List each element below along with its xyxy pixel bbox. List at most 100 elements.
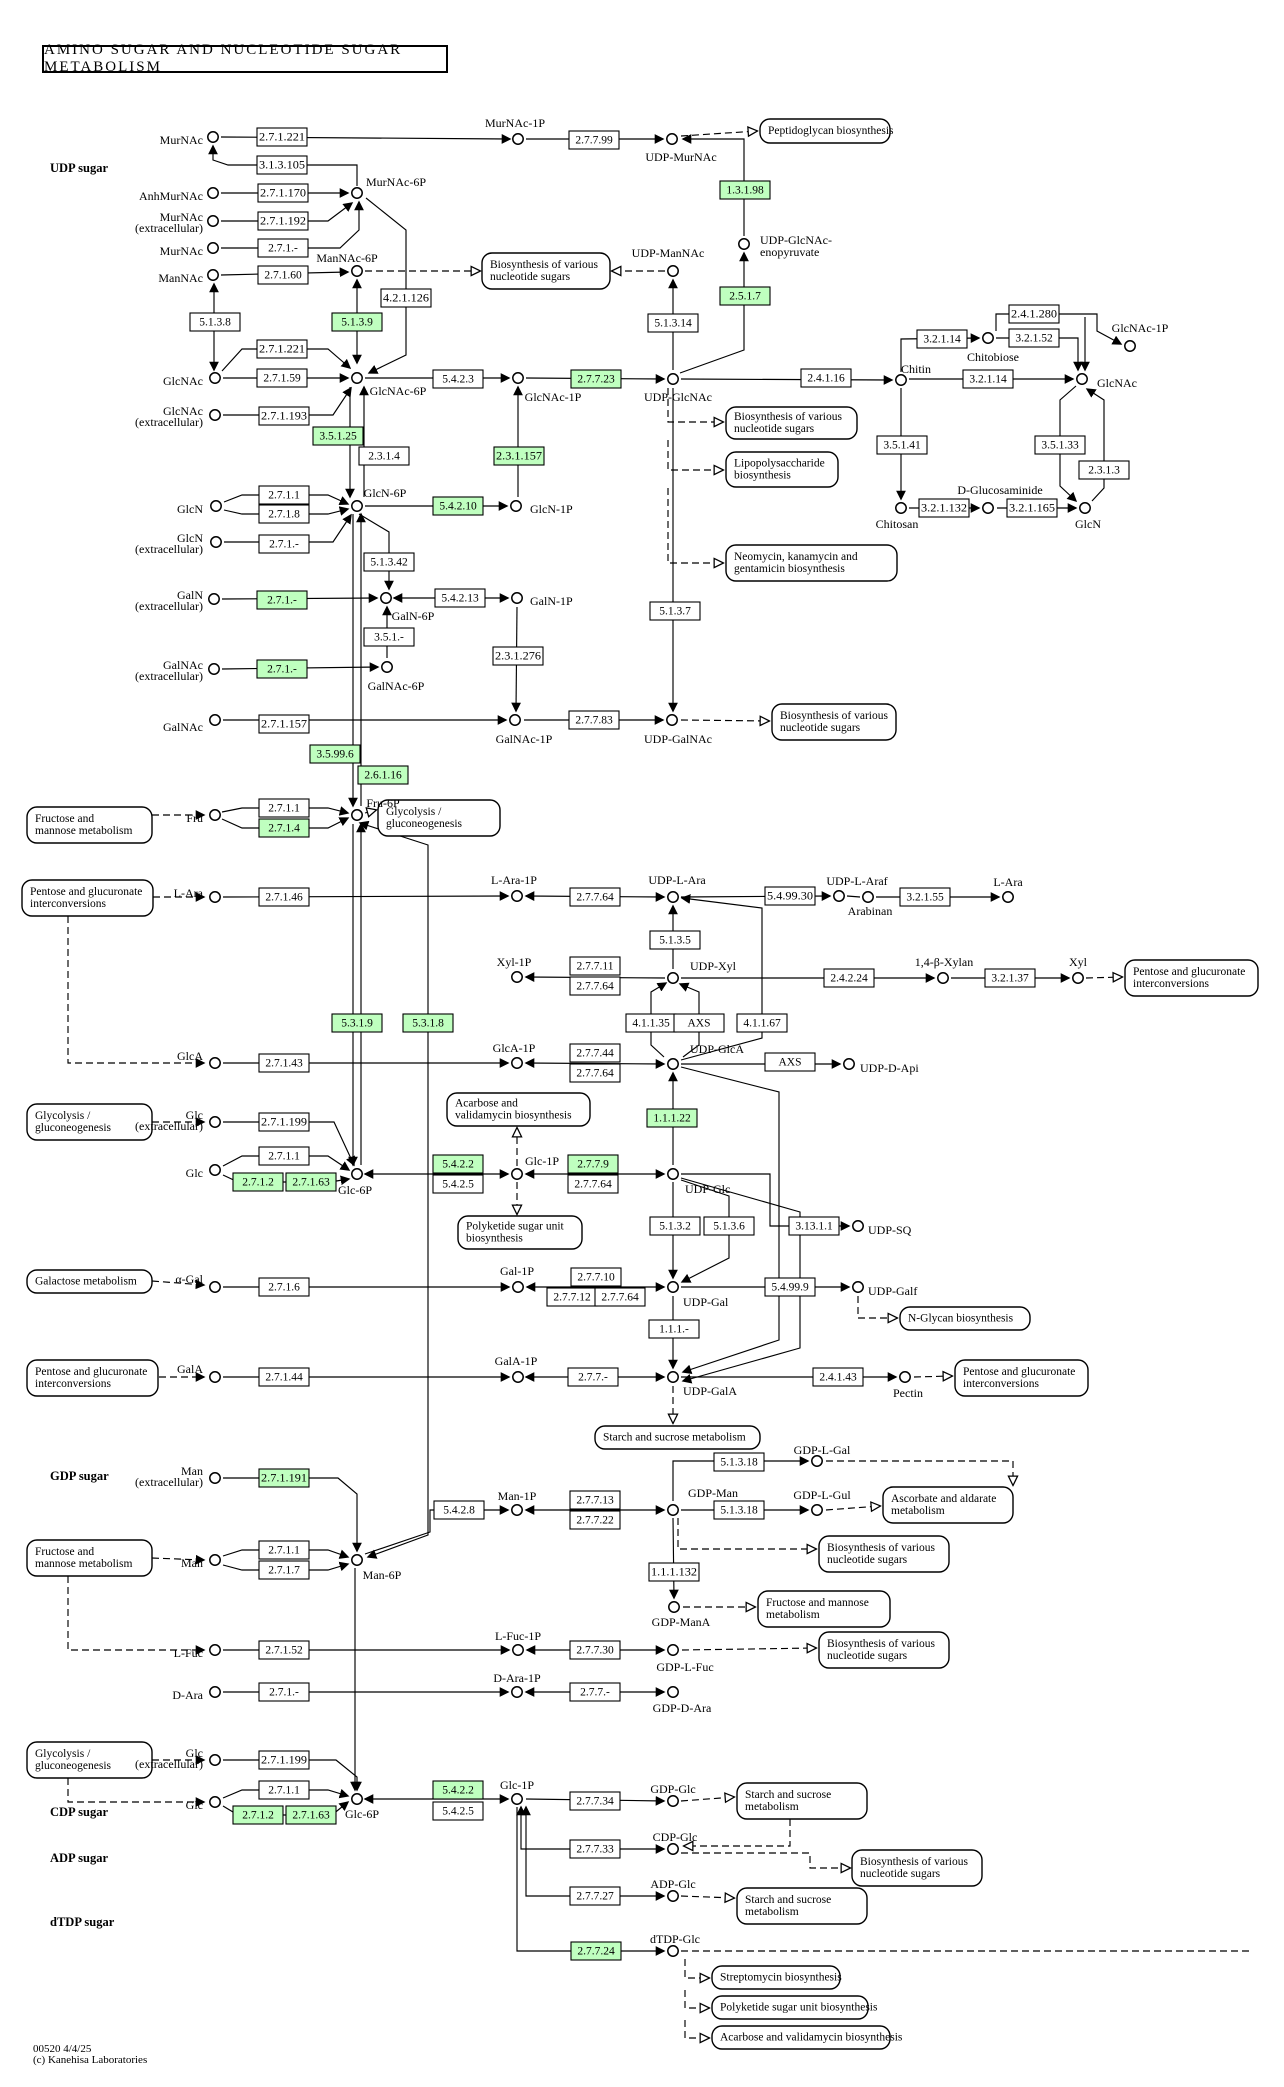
enzyme-box-3.2.1.165[interactable]: 3.2.1.165 xyxy=(1006,498,1058,518)
enzyme-box-2.7.1.1[interactable]: 2.7.1.1 xyxy=(258,1540,310,1560)
pathway-link-acarbose-and-validamycin-biosynthesis[interactable]: Acarbose and validamycin biosynthesis xyxy=(711,2025,903,2050)
compound-node-MurNAc-extracellular[interactable] xyxy=(207,215,219,227)
compound-node-GlcN-extracellular[interactable] xyxy=(210,536,222,548)
compound-node-GlcN-1P[interactable] xyxy=(510,500,522,512)
enzyme-box-2.7.1.-[interactable]: 2.7.1.- xyxy=(258,1682,310,1702)
compound-node-MurNAc-6P[interactable] xyxy=(351,187,363,199)
compound-node-GDP-Glc[interactable] xyxy=(667,1795,679,1807)
compound-node-Man-6P[interactable] xyxy=(351,1554,363,1566)
enzyme-box-2.7.7.22[interactable]: 2.7.7.22 xyxy=(569,1510,621,1530)
enzyme-box-5.4.99.9[interactable]: 5.4.99.9 xyxy=(764,1277,816,1297)
enzyme-box-3.5.1.41[interactable]: 3.5.1.41 xyxy=(876,435,928,455)
compound-node-Fru-6P[interactable] xyxy=(351,809,363,821)
compound-node-Man-extracellular[interactable] xyxy=(209,1472,221,1484)
compound-node-UDP-SQ[interactable] xyxy=(852,1220,864,1232)
compound-node-Chitin[interactable] xyxy=(895,374,907,386)
enzyme-box-2.7.1.1[interactable]: 2.7.1.1 xyxy=(258,1780,310,1800)
enzyme-box-5.4.2.5[interactable]: 5.4.2.5 xyxy=(432,1174,484,1194)
enzyme-box-5.4.99.30[interactable]: 5.4.99.30 xyxy=(764,886,816,906)
enzyme-box-2.7.1.193[interactable]: 2.7.1.193 xyxy=(258,406,310,426)
compound-node-L-Fuc-1P[interactable] xyxy=(512,1644,524,1656)
compound-node-D-Ara[interactable] xyxy=(209,1686,221,1698)
enzyme-box-1.1.1.22[interactable]: 1.1.1.22 xyxy=(646,1108,698,1128)
compound-node-ManNAc-6P[interactable] xyxy=(351,265,363,277)
enzyme-box-3.2.1.14[interactable]: 3.2.1.14 xyxy=(916,329,968,349)
enzyme-box-5.1.3.2[interactable]: 5.1.3.2 xyxy=(649,1216,701,1236)
compound-node-GalNAc-6P[interactable] xyxy=(381,661,393,673)
enzyme-box-2.7.1.-[interactable]: 2.7.1.- xyxy=(256,659,308,679)
enzyme-box-3.2.1.14[interactable]: 3.2.1.14 xyxy=(962,369,1014,389)
enzyme-box-2.7.7.10[interactable]: 2.7.7.10 xyxy=(570,1267,622,1287)
enzyme-box-2.7.1.1[interactable]: 2.7.1.1 xyxy=(258,798,310,818)
pathway-link-polyketide-sugar-unit-biosynthesis[interactable]: Polyketide sugar unit biosynthesis xyxy=(711,1995,878,2020)
compound-node-ManNAc[interactable] xyxy=(207,269,219,281)
compound-node-Glc-6P-b[interactable] xyxy=(351,1793,363,1805)
compound-node-UDP-GlcA[interactable] xyxy=(667,1058,679,1070)
enzyme-box-2.6.1.16[interactable]: 2.6.1.16 xyxy=(357,765,409,785)
compound-node-Glc[interactable] xyxy=(209,1164,221,1176)
enzyme-box-5.1.3.5[interactable]: 5.1.3.5 xyxy=(649,930,701,950)
enzyme-box-2.7.7.13[interactable]: 2.7.7.13 xyxy=(569,1490,621,1510)
compound-node-GlcN-right[interactable] xyxy=(1079,502,1091,514)
enzyme-box-2.7.1.191[interactable]: 2.7.1.191 xyxy=(258,1468,310,1488)
compound-node-Gal-1P[interactable] xyxy=(512,1281,524,1293)
compound-node-GalN-extracellular[interactable] xyxy=(208,593,220,605)
compound-node-GlcN[interactable] xyxy=(210,500,222,512)
compound-node-GlcNAc-1P-right[interactable] xyxy=(1124,340,1136,352)
compound-node-GlcNAc-right[interactable] xyxy=(1076,373,1088,385)
enzyme-box-2.7.1.-[interactable]: 2.7.1.- xyxy=(258,534,310,554)
compound-node-MurNAc-2[interactable] xyxy=(207,242,219,254)
compound-node-UDP-MurNAc[interactable] xyxy=(666,133,678,145)
compound-node-Chitobiose[interactable] xyxy=(982,332,994,344)
enzyme-box-AXS[interactable]: AXS xyxy=(673,1013,725,1033)
compound-node-D-Glucosaminide[interactable] xyxy=(982,502,994,514)
enzyme-box-3.2.1.55[interactable]: 3.2.1.55 xyxy=(899,887,951,907)
enzyme-box-2.7.7.64[interactable]: 2.7.7.64 xyxy=(569,976,621,996)
compound-node-GalNAc-extracellular[interactable] xyxy=(208,663,220,675)
compound-node-Glc-6P[interactable] xyxy=(351,1168,363,1180)
compound-node-Xyl-right[interactable] xyxy=(1072,972,1084,984)
compound-node-UDP-D-Api[interactable] xyxy=(843,1058,855,1070)
enzyme-box-2.7.7.33[interactable]: 2.7.7.33 xyxy=(569,1839,621,1859)
enzyme-box-2.7.1.221[interactable]: 2.7.1.221 xyxy=(256,127,308,147)
enzyme-box-3.5.1.-[interactable]: 3.5.1.- xyxy=(363,627,415,647)
compound-node-Pectin[interactable] xyxy=(899,1371,911,1383)
enzyme-box-2.7.1.44[interactable]: 2.7.1.44 xyxy=(258,1367,310,1387)
compound-node-GlcA-1P[interactable] xyxy=(511,1057,523,1069)
compound-node-GalN-1P[interactable] xyxy=(511,592,523,604)
enzyme-box-4.1.1.35[interactable]: 4.1.1.35 xyxy=(625,1013,677,1033)
compound-node-GDP-L-Fuc[interactable] xyxy=(667,1644,679,1656)
compound-node-GlcN-6P[interactable] xyxy=(351,500,363,512)
compound-node-L-Ara-right[interactable] xyxy=(1002,891,1014,903)
enzyme-box-2.7.7.64[interactable]: 2.7.7.64 xyxy=(569,887,621,907)
enzyme-box-2.4.1.43[interactable]: 2.4.1.43 xyxy=(812,1367,864,1387)
enzyme-box-2.7.1.221[interactable]: 2.7.1.221 xyxy=(256,339,308,359)
enzyme-box-2.7.7.11[interactable]: 2.7.7.11 xyxy=(569,956,621,976)
compound-node-Glc-b[interactable] xyxy=(209,1796,221,1808)
enzyme-box-2.7.7.83[interactable]: 2.7.7.83 xyxy=(568,710,620,730)
enzyme-box-3.5.1.25[interactable]: 3.5.1.25 xyxy=(312,426,364,446)
enzyme-box-2.4.2.24[interactable]: 2.4.2.24 xyxy=(823,968,875,988)
compound-node-MurNAc-1P[interactable] xyxy=(512,133,524,145)
enzyme-box-5.1.3.8[interactable]: 5.1.3.8 xyxy=(189,312,241,332)
enzyme-box-5.4.2.10[interactable]: 5.4.2.10 xyxy=(432,496,484,516)
compound-node-UDP-L-Ara[interactable] xyxy=(667,891,679,903)
enzyme-box-2.7.1.-[interactable]: 2.7.1.- xyxy=(256,590,308,610)
compound-node-GlcNAc[interactable] xyxy=(209,372,221,384)
enzyme-box-2.7.1.170[interactable]: 2.7.1.170 xyxy=(257,183,309,203)
enzyme-box-2.7.7.23[interactable]: 2.7.7.23 xyxy=(570,369,622,389)
enzyme-box-5.4.2.3[interactable]: 5.4.2.3 xyxy=(432,369,484,389)
enzyme-box-2.3.1.157[interactable]: 2.3.1.157 xyxy=(493,446,545,466)
enzyme-box-2.7.7.12[interactable]: 2.7.7.12 xyxy=(546,1287,598,1307)
enzyme-box-5.4.2.8[interactable]: 5.4.2.8 xyxy=(433,1500,485,1520)
compound-node-GalNAc-1P[interactable] xyxy=(509,714,521,726)
compound-node-UDP-GalA[interactable] xyxy=(667,1371,679,1383)
